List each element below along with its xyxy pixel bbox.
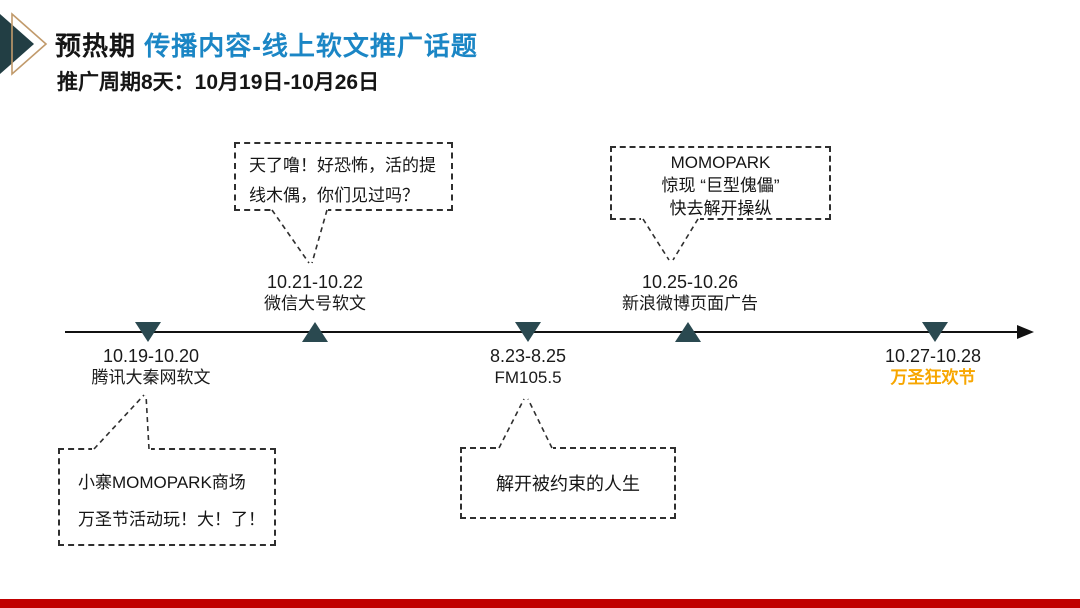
callout-line: MOMOPARK <box>670 153 771 172</box>
event-weibo: 10.25-10.26 新浪微博页面广告 <box>622 272 758 314</box>
event-date: 10.19-10.20 <box>102 346 200 366</box>
footer-accent-bar <box>0 599 1080 608</box>
callout-line: 小寨MOMOPARK商场 <box>78 473 246 492</box>
timeline-marker-up-icon <box>302 322 328 342</box>
title-main: 传播内容-线上软文推广话题 <box>144 31 478 61</box>
subtitle: 推广周期8天：10月19日-10月26日 <box>57 71 380 94</box>
timeline-marker-up-icon <box>675 322 701 342</box>
timeline-marker-down-icon <box>135 322 161 342</box>
event-tencent: 10.19-10.20 腾讯大秦网软文 <box>92 346 211 388</box>
callout-fm-topic: 解开被约束的人生 <box>460 447 676 519</box>
callout-tencent-topic: 小寨MOMOPARK商场 万圣节活动玩！大！了！ <box>58 448 276 546</box>
callout-line: 线木偶，你们见过吗？ <box>249 186 419 205</box>
event-label-highlight: 万圣狂欢节 <box>890 368 976 387</box>
event-wechat: 10.21-10.22 微信大号软文 <box>264 272 366 314</box>
title-phase: 预热期 <box>55 31 137 61</box>
timeline-axis <box>65 331 1020 333</box>
event-label: 腾讯大秦网软文 <box>91 368 211 387</box>
page-title: 预热期 传播内容-线上软文推广话题 <box>55 26 478 63</box>
event-date: 8.23-8.25 <box>489 346 567 366</box>
callout-line: 惊现 “巨型傀儡” <box>661 176 780 195</box>
event-date: 10.25-10.26 <box>641 272 739 292</box>
event-date: 10.27-10.28 <box>884 346 982 366</box>
deco-arrow-icon <box>0 12 48 76</box>
callout-line: 万圣节活动玩！大！了！ <box>78 510 265 529</box>
timeline-arrowhead-icon <box>1017 325 1034 339</box>
event-date: 10.21-10.22 <box>266 272 364 292</box>
event-label: 新浪微博页面广告 <box>622 294 758 313</box>
callout-line: 解开被约束的人生 <box>496 474 640 494</box>
callout-weibo-topic: MOMOPARK 惊现 “巨型傀儡” 快去解开操纵 <box>610 146 831 220</box>
callout-line: 天了噜！好恐怖，活的提 <box>249 156 436 175</box>
callout-line: 快去解开操纵 <box>669 199 772 218</box>
event-fm: 8.23-8.25 FM105.5 <box>490 346 566 388</box>
callout-wechat-topic: 天了噜！好恐怖，活的提 线木偶，你们见过吗？ <box>234 142 453 211</box>
event-halloween: 10.27-10.28 万圣狂欢节 <box>885 346 981 388</box>
timeline-marker-down-icon <box>922 322 948 342</box>
timeline-marker-down-icon <box>515 322 541 342</box>
event-label: FM105.5 <box>494 368 562 387</box>
event-label: 微信大号软文 <box>264 294 366 313</box>
